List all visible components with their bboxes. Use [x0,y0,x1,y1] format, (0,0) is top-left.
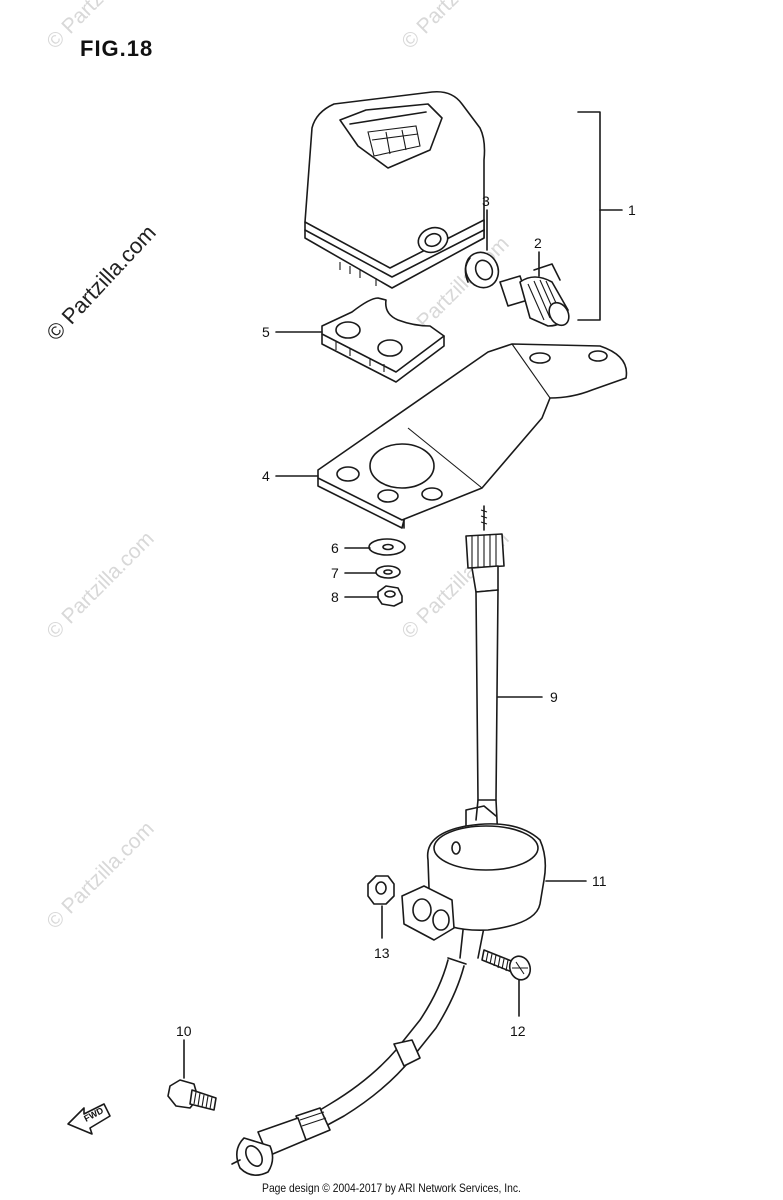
watermark-text: © Partzilla.com [397,0,513,54]
part-8-nut [377,585,403,607]
watermark-main: © Partzilla.com [41,220,160,345]
callout-label-10: 10 [176,1023,192,1039]
callout-label-5: 5 [262,324,270,340]
part-2-gear-drive [499,263,570,327]
watermark-text: © Partzilla.com [42,817,158,933]
callout-label-7: 7 [331,565,339,581]
callout-label-6: 6 [331,540,339,556]
callout-label-9: 9 [550,689,558,705]
callout-label-12: 12 [510,1023,526,1039]
forward-direction-arrow-icon: FWD [67,1103,111,1135]
part-4-bracket [317,343,628,529]
callout-label-4: 4 [262,468,270,484]
part-12-screw [481,949,532,981]
callout-label-13: 13 [374,945,390,961]
watermark-text: © Partzilla.com [42,527,158,643]
callout-label-3: 3 [482,193,490,209]
part-1-speedometer-housing [304,90,486,289]
callout-label-11: 11 [592,873,607,889]
part-6-washer [368,538,406,556]
part-13-nut [367,875,395,905]
part-9-speedometer-cable [231,505,505,1176]
callout-1-bracket [577,111,601,321]
part-7-lock-washer [375,565,401,579]
callout-label-8: 8 [331,589,339,605]
part-3-grommet [464,251,500,289]
watermark-text: © Partzilla.com [42,0,158,54]
figure-title: FIG.18 [80,36,154,61]
callout-label-1: 1 [628,202,636,218]
part-5-mounting-plate [321,297,445,383]
page-footer: Page design © 2004-2017 by ARI Network S… [262,1181,521,1195]
callout-label-2: 2 [534,235,542,251]
part-10-bolt [167,1079,217,1111]
part-11-cable-clamp [401,805,547,941]
